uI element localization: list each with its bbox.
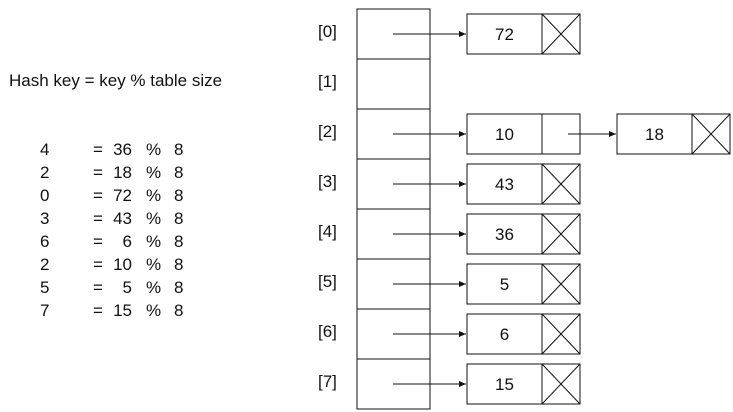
calc-equals: = [93,140,103,159]
null-cross-icon [541,263,581,305]
calc-size: 8 [174,255,184,274]
list-node: 43 [466,163,581,205]
index-label: [2] [318,122,337,141]
calc-size: 8 [174,301,184,320]
calc-mod: % [146,140,162,159]
calc-key: 36 [113,140,132,159]
bucket-array [356,8,431,410]
node-value: 36 [495,225,514,244]
calc-size: 8 [174,140,184,159]
calc-equals: = [93,186,103,205]
calc-mod: % [146,163,162,182]
calc-size: 8 [174,278,184,297]
calc-hash: 4 [40,140,50,159]
list-node: 10 [466,113,616,155]
calc-mod: % [146,186,162,205]
calc-equals: = [93,209,103,228]
calculation-row: 6 = 6 % 8 [40,232,183,252]
node-value-cell [466,13,543,55]
calc-key: 6 [122,232,132,251]
list-node: 72 [466,13,581,55]
bucket-cell [356,58,431,110]
null-cross-icon [541,13,581,55]
hash-formula: Hash key = key % table size [9,71,223,90]
calculation-row: 2 = 10 % 8 [40,255,183,275]
index-label: [1] [318,72,337,91]
node-value: 43 [495,175,514,194]
index-label: [4] [318,222,337,241]
calc-mod: % [146,209,162,228]
calc-hash: 7 [40,301,50,320]
node-value-cell [466,163,543,205]
calc-hash: 5 [40,278,50,297]
node-value: 18 [645,125,664,144]
calculation-row: 2 = 18 % 8 [40,163,183,183]
node-value: 15 [495,375,514,394]
null-cross-icon [691,113,731,155]
list-node: 18 [616,113,731,155]
null-cross-icon [541,313,581,355]
calc-equals: = [93,301,103,320]
calc-key: 43 [113,209,132,228]
calc-mod: % [146,278,162,297]
calc-mod: % [146,301,162,320]
node-value: 10 [495,125,514,144]
node-value: 5 [500,275,509,294]
calc-key: 18 [113,163,132,182]
calculation-row: 5 = 5 % 8 [40,278,183,298]
calculation-row: 0 = 72 % 8 [40,186,183,206]
calc-size: 8 [174,232,184,251]
index-label: [0] [318,22,337,41]
node-value-cell [466,313,543,355]
index-label: [7] [318,372,337,391]
calc-size: 8 [174,163,184,182]
calc-size: 8 [174,209,184,228]
index-label: [5] [318,272,337,291]
calc-equals: = [93,255,103,274]
calc-mod: % [146,255,162,274]
list-node: 15 [466,363,581,405]
index-label: [6] [318,322,337,341]
null-cross-icon [541,213,581,255]
null-cross-icon [541,163,581,205]
calc-key: 15 [113,301,132,320]
list-node: 36 [466,213,581,255]
chain-nodes: 72 10 18 43 36 5 6 15 [393,13,731,405]
calculation-row: 3 = 43 % 8 [40,209,183,229]
calculation-row: 7 = 15 % 8 [40,301,183,321]
node-value: 6 [500,325,509,344]
calc-equals: = [93,232,103,251]
index-label: [3] [318,172,337,191]
calc-hash: 2 [40,163,50,182]
calc-key: 5 [122,278,132,297]
list-node: 6 [466,313,581,355]
calc-hash: 0 [40,186,50,205]
calc-key: 10 [113,255,132,274]
calc-hash: 3 [40,209,50,228]
node-value-cell [466,213,543,255]
null-cross-icon [541,363,581,405]
calc-equals: = [93,278,103,297]
node-value-cell [466,263,543,305]
calc-key: 72 [113,186,132,205]
list-node: 5 [466,263,581,305]
calc-equals: = [93,163,103,182]
calculation-row: 4 = 36 % 8 [40,140,183,160]
calc-hash: 6 [40,232,50,251]
calc-size: 8 [174,186,184,205]
calc-mod: % [146,232,162,251]
node-value: 72 [495,25,514,44]
calc-hash: 2 [40,255,50,274]
